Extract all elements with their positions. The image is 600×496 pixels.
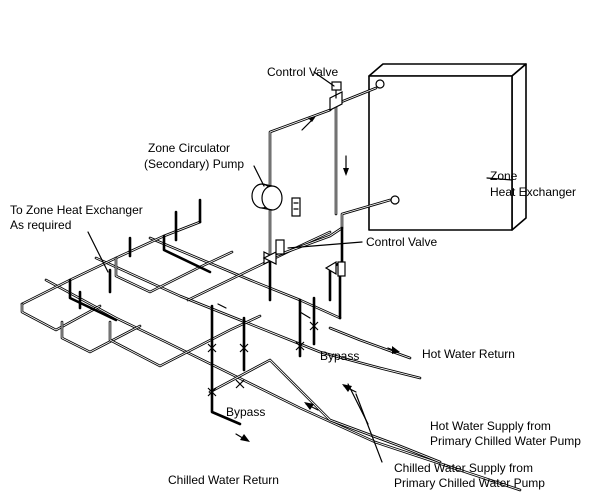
bypass-left-label: Bypass (226, 405, 265, 419)
zone-gauge (291, 197, 301, 217)
arrow-icon (240, 434, 250, 442)
arrow-icon (343, 168, 349, 176)
control-valve-top (329, 81, 343, 111)
arrow-icon (392, 346, 400, 354)
pump-icon (251, 183, 283, 211)
labels: Control Valve Zone Circulator (Secondary… (10, 65, 581, 490)
arrow-icon (308, 116, 316, 122)
main-pipes (44, 236, 522, 492)
zone-circulator-label: Zone Circulator (148, 141, 230, 155)
arrow-icon (304, 402, 314, 410)
hot-water-supply-label: Hot Water Supply from (430, 419, 551, 433)
chilled-water-return-label: Chilled Water Return (168, 473, 279, 487)
zone-circulator-label-2: (Secondary) Pump (144, 157, 244, 171)
branch-pipes (20, 198, 342, 426)
control-valve-lower (324, 260, 346, 277)
exchanger-inlet-port (375, 79, 385, 89)
chilled-water-supply-label-2: Primary Chilled Water Pump (394, 476, 545, 490)
hot-water-return-label: Hot Water Return (422, 347, 515, 361)
control-valve-mid (262, 239, 285, 265)
hot-water-supply-label-2: Primary Chilled Water Pump (430, 434, 581, 448)
zone-heat-exchanger (368, 63, 527, 231)
bypass-right-label: Bypass (320, 349, 359, 363)
zone-heat-exchanger-label-2: Heat Exchanger (490, 185, 576, 199)
control-valve-mid-label: Control Valve (366, 235, 437, 249)
chilled-water-supply-label: Chilled Water Supply from (394, 461, 533, 475)
exchanger-outlet-port (390, 195, 400, 205)
control-valve-top-label: Control Valve (267, 65, 338, 79)
zone-heat-exchanger-label: Zone (490, 169, 518, 183)
leader-lines (87, 71, 513, 463)
balancing-valves (207, 321, 319, 397)
to-zone-label-2: As required (10, 218, 71, 232)
to-zone-label: To Zone Heat Exchanger (10, 203, 143, 217)
